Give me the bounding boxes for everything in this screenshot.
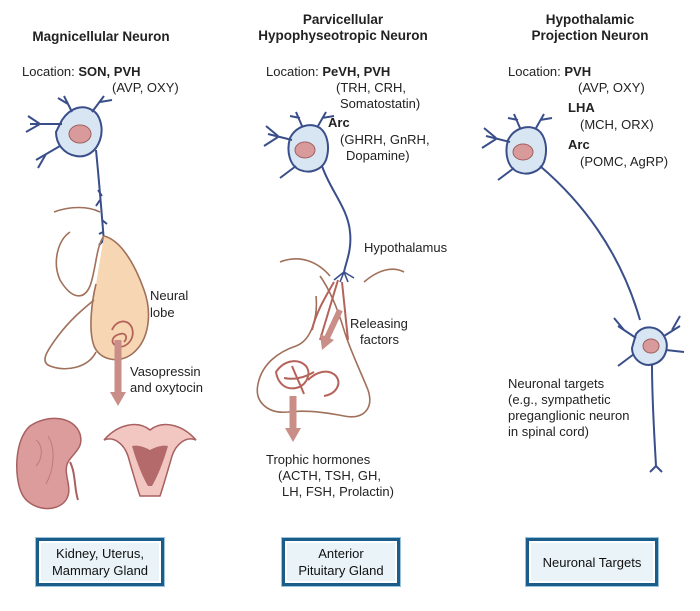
col2-hormones-2: Somatostatin) <box>340 96 421 111</box>
neuronal-targets-line2: (e.g., sympathetic <box>508 392 611 407</box>
col2-title: Parvicellular Hypophyseotropic Neuron <box>238 12 448 44</box>
target-box-pituitary: Anterior Pituitary Gland <box>282 538 400 586</box>
secretion-label-1: Vasopressin <box>130 364 201 379</box>
kidney-icon <box>16 417 82 510</box>
target-box-2-line1: Anterior <box>318 546 364 561</box>
neural-lobe-label-2: lobe <box>150 305 175 320</box>
col3-title-line1: Hypothalamic <box>545 12 635 27</box>
neural-lobe-gland <box>44 206 150 406</box>
col1-location: Location: SON, PVH <box>22 64 141 80</box>
col2-hormones-1: (TRH, CRH, <box>336 80 407 95</box>
target-box-neuronal: Neuronal Targets <box>526 538 658 586</box>
trophic-line-1: (ACTH, TSH, GH, <box>278 468 382 483</box>
projection-neuron <box>481 113 641 321</box>
col2-nucleus-arc: Arc <box>328 115 350 130</box>
uterus-icon <box>103 423 197 497</box>
col2-title-line1: Parvicellular <box>302 12 384 27</box>
col3-location: Location: PVH <box>508 64 591 80</box>
neuronal-targets-line3: preganglionic neuron <box>508 408 630 423</box>
col2-hormones-arc-1: (GHRH, GnRH, <box>340 132 430 147</box>
col3-hormones-arc: (POMC, AgRP) <box>580 154 669 169</box>
col3-nuclei: PVH <box>564 64 592 79</box>
col3-nucleus-lha: LHA <box>568 100 595 115</box>
releasing-label-1: Releasing <box>350 316 408 331</box>
col1-nuclei: SON, PVH <box>78 64 141 79</box>
col3-title: Hypothalamic Projection Neuron <box>500 12 680 44</box>
target-box-1-line1: Kidney, Uterus, <box>56 546 144 561</box>
neuronal-targets-line4: in spinal cord) <box>508 424 589 439</box>
releasing-label-2: factors <box>360 332 400 347</box>
col2-nuclei: PeVH, PVH <box>322 64 391 79</box>
hypothalamus-label: Hypothalamus <box>364 240 448 255</box>
hypothalamus-pituitary <box>256 258 405 442</box>
col1-hormones: (AVP, OXY) <box>112 80 179 95</box>
col3-hormones-lha: (MCH, ORX) <box>580 117 654 132</box>
col3-location-label: Location: <box>508 64 561 79</box>
target-box-peripheral: Kidney, Uterus, Mammary Gland <box>36 538 164 586</box>
neuronal-targets-line1: Neuronal targets <box>508 376 605 391</box>
parvicellular-neuron <box>263 111 355 283</box>
col2-location: Location: PeVH, PVH <box>266 64 390 80</box>
col3-title-line2: Projection Neuron <box>531 28 649 43</box>
col2-hormones-arc-2: Dopamine) <box>346 148 410 163</box>
target-neuron <box>613 315 685 473</box>
col1-title: Magnicellular Neuron <box>16 29 186 45</box>
col3-hormones: (AVP, OXY) <box>578 80 645 95</box>
secretion-label-2: and oxytocin <box>130 380 203 395</box>
neural-lobe-label-1: Neural <box>150 288 189 303</box>
trophic-title: Trophic hormones <box>266 452 371 467</box>
col1-title-line1: Magnicellular Neuron <box>32 29 170 44</box>
target-box-2-line2: Pituitary Gland <box>298 563 384 578</box>
trophic-line-2: LH, FSH, Prolactin) <box>282 484 394 499</box>
col2-location-label: Location: <box>266 64 319 79</box>
col1-location-label: Location: <box>22 64 75 79</box>
target-box-3-line1: Neuronal Targets <box>542 554 642 570</box>
target-box-1-line2: Mammary Gland <box>51 563 149 578</box>
col3-nucleus-arc: Arc <box>568 137 590 152</box>
col2-title-line2: Hypophyseotropic Neuron <box>258 28 428 43</box>
